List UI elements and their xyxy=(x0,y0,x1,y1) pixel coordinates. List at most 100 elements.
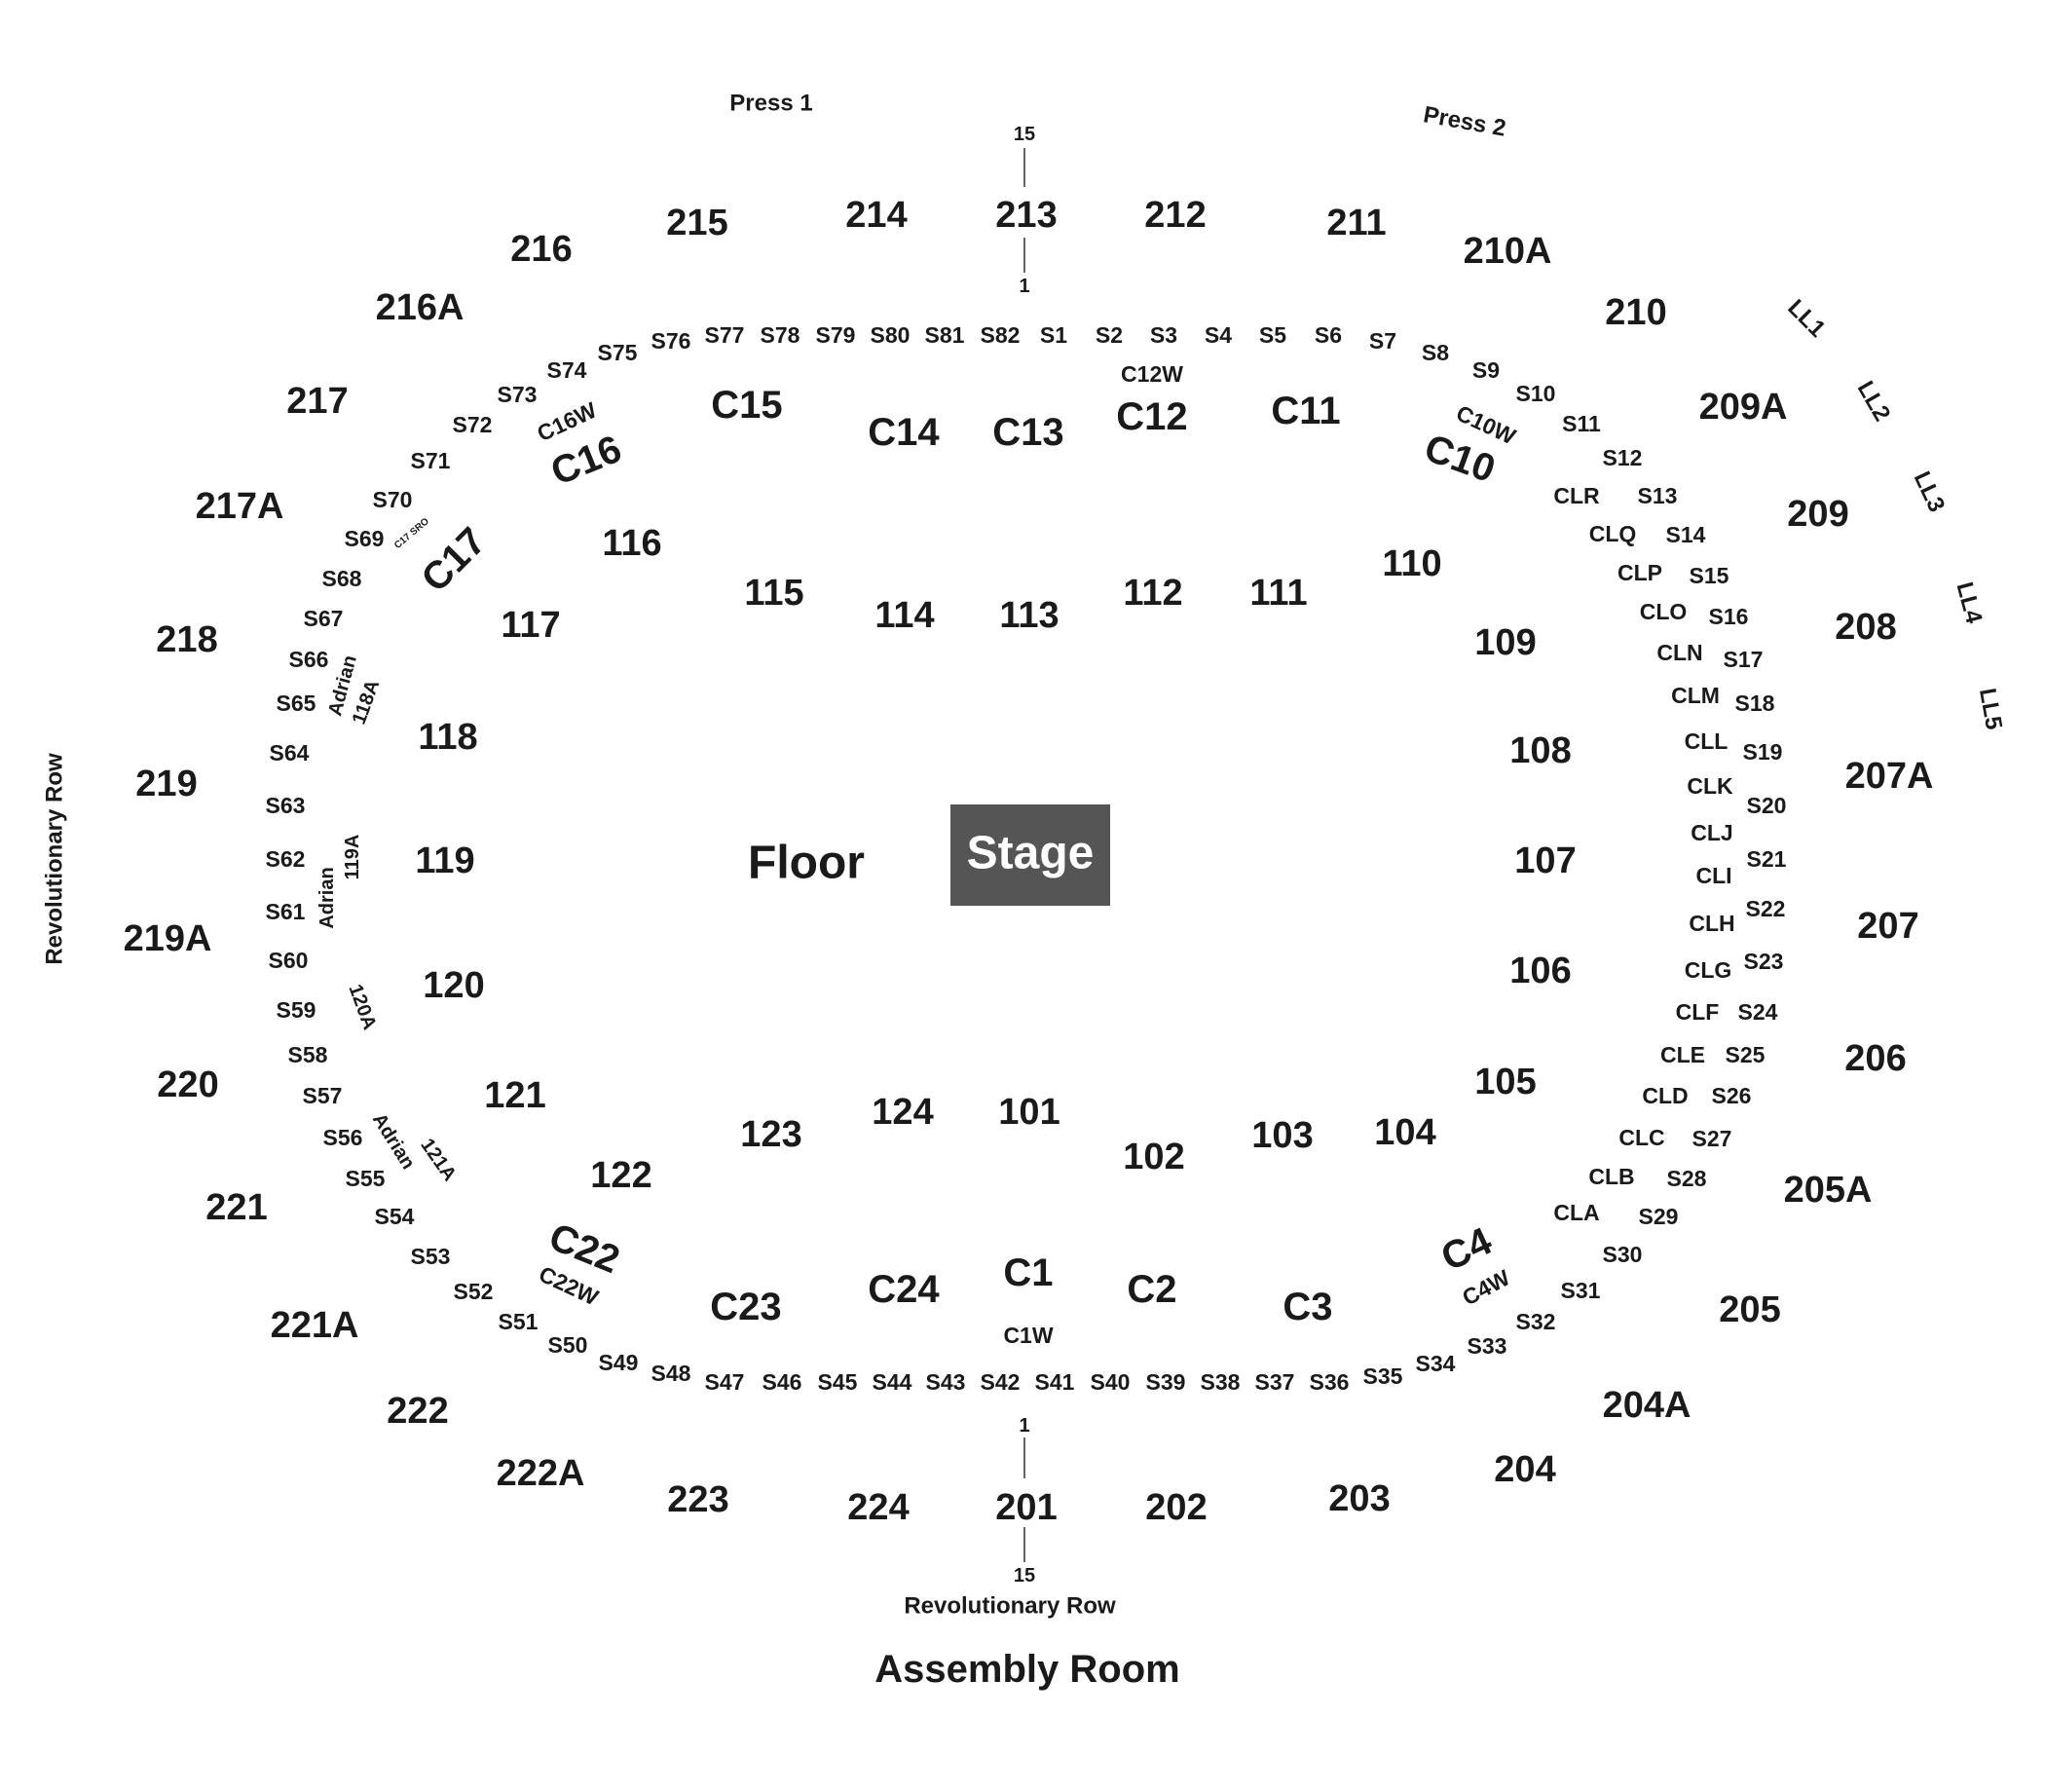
section-201[interactable]: 201 xyxy=(995,1487,1057,1528)
suite-s47[interactable]: S47 xyxy=(705,1369,745,1395)
section-219a[interactable]: 219A xyxy=(124,918,212,959)
suite-s2[interactable]: S2 xyxy=(1096,322,1123,348)
section-124[interactable]: 124 xyxy=(872,1092,933,1133)
club-c24[interactable]: C24 xyxy=(868,1268,940,1311)
club-c12w[interactable]: C12W xyxy=(1121,361,1183,387)
stage[interactable] xyxy=(950,804,1110,906)
suite-s48[interactable]: S48 xyxy=(651,1361,691,1386)
suite-s36[interactable]: S36 xyxy=(1310,1369,1350,1395)
suite-s81[interactable]: S81 xyxy=(925,322,965,348)
club-lounge-clh[interactable]: CLH xyxy=(1689,911,1734,936)
club-lounge-cln[interactable]: CLN xyxy=(1656,640,1702,665)
suite-s28[interactable]: S28 xyxy=(1667,1166,1707,1191)
section-215[interactable]: 215 xyxy=(666,203,727,243)
suite-s39[interactable]: S39 xyxy=(1146,1369,1186,1395)
suite-s31[interactable]: S31 xyxy=(1561,1278,1601,1303)
club-lounge-clq[interactable]: CLQ xyxy=(1589,521,1637,546)
suite-s20[interactable]: S20 xyxy=(1747,793,1787,818)
section-204[interactable]: 204 xyxy=(1494,1449,1555,1490)
suite-s64[interactable]: S64 xyxy=(270,740,310,765)
club-lounge-clk[interactable]: CLK xyxy=(1687,773,1733,799)
section-211[interactable]: 211 xyxy=(1326,203,1386,243)
assembly-room-label[interactable]: Assembly Room xyxy=(874,1648,1179,1691)
section-119a[interactable]: 119A xyxy=(342,835,363,880)
club-c3[interactable]: C3 xyxy=(1283,1286,1332,1328)
section-112[interactable]: 112 xyxy=(1123,573,1182,614)
club-c13[interactable]: C13 xyxy=(992,411,1063,454)
section-205a[interactable]: 205A xyxy=(1784,1170,1873,1211)
suite-s51[interactable]: S51 xyxy=(499,1309,539,1334)
suite-s23[interactable]: S23 xyxy=(1744,949,1784,974)
section-116[interactable]: 116 xyxy=(602,523,661,564)
loge-ll2[interactable]: LL2 xyxy=(1852,377,1896,426)
suite-s7[interactable]: S7 xyxy=(1369,328,1396,354)
suite-s69[interactable]: S69 xyxy=(345,526,385,551)
suite-s40[interactable]: S40 xyxy=(1091,1369,1131,1395)
section-213[interactable]: 213 xyxy=(995,195,1057,236)
suite-s49[interactable]: S49 xyxy=(599,1350,639,1375)
suite-s13[interactable]: S13 xyxy=(1638,483,1678,508)
section-221[interactable]: 221 xyxy=(205,1187,267,1228)
section-217a[interactable]: 217A xyxy=(196,486,284,527)
section-203[interactable]: 203 xyxy=(1328,1478,1390,1519)
section-222[interactable]: 222 xyxy=(387,1391,448,1432)
suite-s9[interactable]: S9 xyxy=(1472,357,1500,383)
suite-s63[interactable]: S63 xyxy=(266,793,306,818)
suite-s10[interactable]: S10 xyxy=(1516,381,1556,406)
section-210a[interactable]: 210A xyxy=(1464,231,1552,272)
suite-s24[interactable]: S24 xyxy=(1738,999,1778,1025)
club-lounge-clm[interactable]: CLM xyxy=(1671,683,1720,708)
section-108[interactable]: 108 xyxy=(1509,730,1571,771)
club-c1[interactable]: C1 xyxy=(1003,1251,1053,1294)
suite-s78[interactable]: S78 xyxy=(761,322,800,348)
press-1-label[interactable]: Press 1 xyxy=(729,91,812,117)
club-lounge-cld[interactable]: CLD xyxy=(1642,1083,1688,1108)
suite-s3[interactable]: S3 xyxy=(1150,322,1177,348)
club-lounge-clp[interactable]: CLP xyxy=(1617,560,1662,585)
suite-s18[interactable]: S18 xyxy=(1735,691,1775,716)
suite-s6[interactable]: S6 xyxy=(1315,322,1342,348)
suite-s32[interactable]: S32 xyxy=(1516,1309,1556,1334)
suite-s54[interactable]: S54 xyxy=(375,1204,415,1229)
suite-s76[interactable]: S76 xyxy=(651,328,691,354)
suite-s42[interactable]: S42 xyxy=(981,1369,1021,1395)
club-lounge-clf[interactable]: CLF xyxy=(1676,999,1720,1025)
section-122[interactable]: 122 xyxy=(590,1155,651,1196)
section-115[interactable]: 115 xyxy=(744,573,803,614)
club-lounge-cla[interactable]: CLA xyxy=(1553,1200,1599,1225)
suite-s35[interactable]: S35 xyxy=(1363,1363,1403,1389)
suite-s5[interactable]: S5 xyxy=(1259,322,1286,348)
section-217[interactable]: 217 xyxy=(286,381,348,422)
section-221a[interactable]: 221A xyxy=(271,1305,359,1346)
suite-s60[interactable]: S60 xyxy=(269,948,309,973)
suite-s57[interactable]: S57 xyxy=(303,1083,343,1108)
suite-s34[interactable]: S34 xyxy=(1416,1351,1456,1376)
club-lounge-cle[interactable]: CLE xyxy=(1660,1042,1705,1067)
section-204a[interactable]: 204A xyxy=(1603,1385,1692,1426)
club-lounge-clj[interactable]: CLJ xyxy=(1691,820,1732,845)
section-222a[interactable]: 222A xyxy=(497,1453,585,1494)
section-207a[interactable]: 207A xyxy=(1845,756,1934,797)
suite-s79[interactable]: S79 xyxy=(816,322,856,348)
club-lounge-clc[interactable]: CLC xyxy=(1618,1125,1664,1150)
suite-s30[interactable]: S30 xyxy=(1603,1242,1643,1267)
suite-s38[interactable]: S38 xyxy=(1201,1369,1241,1395)
club-c1w[interactable]: C1W xyxy=(1003,1323,1053,1348)
suite-s59[interactable]: S59 xyxy=(277,997,316,1023)
section-206[interactable]: 206 xyxy=(1844,1038,1906,1079)
suite-s37[interactable]: S37 xyxy=(1255,1369,1295,1395)
suite-s8[interactable]: S8 xyxy=(1422,340,1449,365)
suite-s68[interactable]: S68 xyxy=(322,566,362,591)
section-111[interactable]: 111 xyxy=(1249,573,1307,614)
club-c15[interactable]: C15 xyxy=(711,384,782,427)
club-lounge-cli[interactable]: CLI xyxy=(1695,863,1731,888)
suite-s29[interactable]: S29 xyxy=(1639,1204,1679,1229)
suite-s73[interactable]: S73 xyxy=(498,382,538,407)
suite-s53[interactable]: S53 xyxy=(411,1244,451,1269)
suite-s74[interactable]: S74 xyxy=(547,357,587,383)
section-102[interactable]: 102 xyxy=(1123,1137,1184,1177)
suite-s77[interactable]: S77 xyxy=(705,322,745,348)
loge-ll5[interactable]: LL5 xyxy=(1974,687,2007,732)
section-121a[interactable]: 121A xyxy=(416,1135,460,1185)
suite-s12[interactable]: S12 xyxy=(1603,445,1643,470)
